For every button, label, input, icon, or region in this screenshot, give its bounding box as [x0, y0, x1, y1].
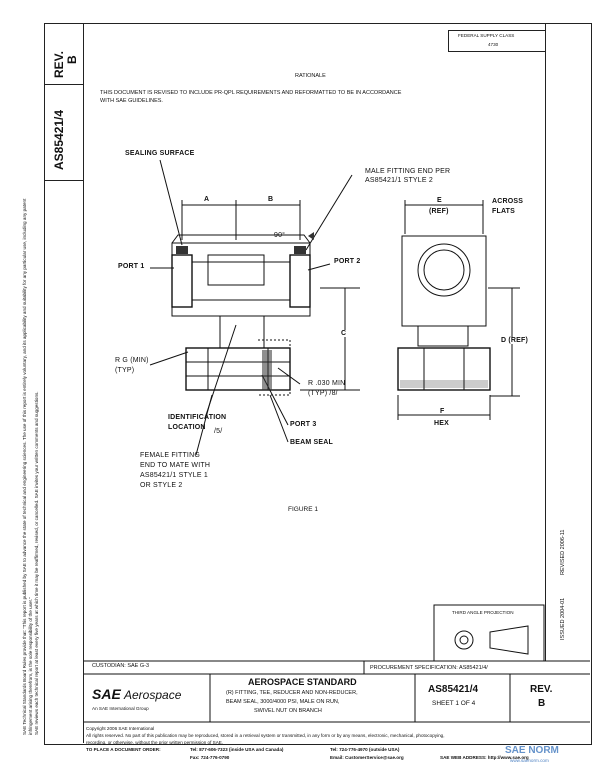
label-rg-2: (TYP): [115, 367, 135, 374]
footer-web: SAE WEB ADDRESS: http://www.sae.org: [440, 755, 529, 760]
label-dim-e-ref: (REF): [429, 208, 449, 215]
label-port2: PORT 2: [334, 258, 361, 265]
watermark-text: SAE NORM: [505, 745, 559, 756]
page-frame: [44, 23, 592, 745]
title-rev-label: REV.: [530, 684, 553, 695]
label-dim-a: A: [204, 196, 210, 203]
label-port3: PORT 3: [290, 421, 317, 428]
end-view-hex: [397, 347, 491, 391]
procurement-spec: PROCUREMENT SPECIFICATION: AS85421/4/: [370, 665, 488, 671]
label-angle: 90°: [274, 232, 286, 239]
third-angle-label: THIRD ANGLE PROJECTION: [452, 610, 514, 615]
rationale-line2: WITH SAE GUIDELINES.: [100, 98, 163, 104]
label-female-2: END TO MATE WITH: [140, 462, 211, 469]
figure-caption: FIGURE 1: [288, 506, 318, 513]
label-dim-d: D (REF): [500, 337, 530, 344]
left-rev-divider: [44, 84, 84, 85]
fsc-line1: FEDERAL SUPPLY CLASS: [458, 33, 515, 38]
label-r030-1: R .030 MIN: [308, 380, 346, 387]
end-view-neck: [417, 325, 469, 347]
footer-fax: Fax: 724-776-0790: [190, 755, 230, 760]
brand-sae: SAE: [92, 686, 121, 702]
label-ident-1: IDENTIFICATION: [168, 414, 227, 421]
right-column-divider: [545, 23, 546, 661]
label-across-2: FLATS: [492, 208, 516, 215]
side-hex-nut: [185, 347, 291, 391]
footer-copyright: Copyright 2006 SAE International: [86, 726, 155, 731]
fsc-line2: 4730: [488, 42, 499, 47]
label-female-4: OR STYLE 2: [140, 482, 183, 489]
label-male-fitting-1: MALE FITTING END PER: [365, 168, 451, 175]
title-desc-2: BEAM SEAL, 3000/4000 PSI, MALE ON RUN,: [226, 699, 340, 705]
rationale-title: RATIONALE: [295, 73, 326, 79]
title-doc: AS85421/4: [428, 684, 479, 695]
label-ident-2: LOCATION: [168, 424, 206, 431]
port1-end: [171, 254, 193, 308]
label-female-1: FEMALE FITTING: [140, 452, 200, 459]
label-dim-f: F: [440, 408, 445, 415]
custodian: CUSTODIAN: SAE G-3: [92, 663, 150, 669]
label-rg-1: R G (MIN): [115, 357, 149, 364]
label-dim-e: E: [437, 197, 442, 204]
label-r030-2: (TYP) /8/: [308, 390, 338, 397]
label-dim-c: C: [340, 330, 348, 337]
label-across-1: ACROSS: [492, 198, 524, 205]
footer-order: TO PLACE A DOCUMENT ORDER:: [86, 747, 161, 752]
rationale-line1: THIS DOCUMENT IS REVISED TO INCLUDE PR-Q…: [100, 90, 402, 96]
label-ident-note: /5/: [214, 428, 223, 435]
title-desc-3: SWIVEL NUT ON BRANCH: [254, 708, 322, 714]
title-desc-1: (R) FITTING, TEE, REDUCER AND NON-REDUCE…: [226, 690, 358, 696]
title-rev-value: B: [538, 698, 546, 709]
label-dim-b: B: [268, 196, 274, 203]
label-sealing-surface: SEALING SURFACE: [125, 150, 195, 157]
branch-neck: [219, 315, 265, 349]
watermark-url: www.saenorm.com: [510, 758, 549, 763]
title-standard: AEROSPACE STANDARD: [248, 677, 357, 687]
center-boss: [207, 254, 265, 286]
end-view-port: [417, 243, 471, 297]
left-column-divider: [83, 23, 84, 743]
footer-email: Email: CustomerService@sae.org: [330, 755, 404, 760]
brand-aerospace: Aerospace: [124, 688, 182, 702]
label-male-fitting-2: AS85421/1 STYLE 2: [365, 177, 433, 184]
port2-end: [289, 254, 311, 308]
left-doc-divider: [44, 180, 84, 181]
label-port1: PORT 1: [118, 263, 145, 270]
footer-tel: Tel: 877-606-7323 (inside USA and Canada…: [190, 747, 284, 752]
label-beam-seal: BEAM SEAL: [290, 439, 334, 446]
footer-rights-2: recording, or otherwise, without the pri…: [86, 740, 224, 745]
label-hex: HEX: [434, 420, 449, 427]
brand-sub: An SAE International Group: [92, 706, 149, 711]
label-female-3: AS85421/1 STYLE 1: [140, 472, 208, 479]
footer-tel-2: Tel: 724-776-4970 (outside USA): [330, 747, 400, 752]
footer-rights: All rights reserved. No part of this pub…: [86, 733, 445, 738]
title-sheet: SHEET 1 OF 4: [432, 700, 476, 707]
